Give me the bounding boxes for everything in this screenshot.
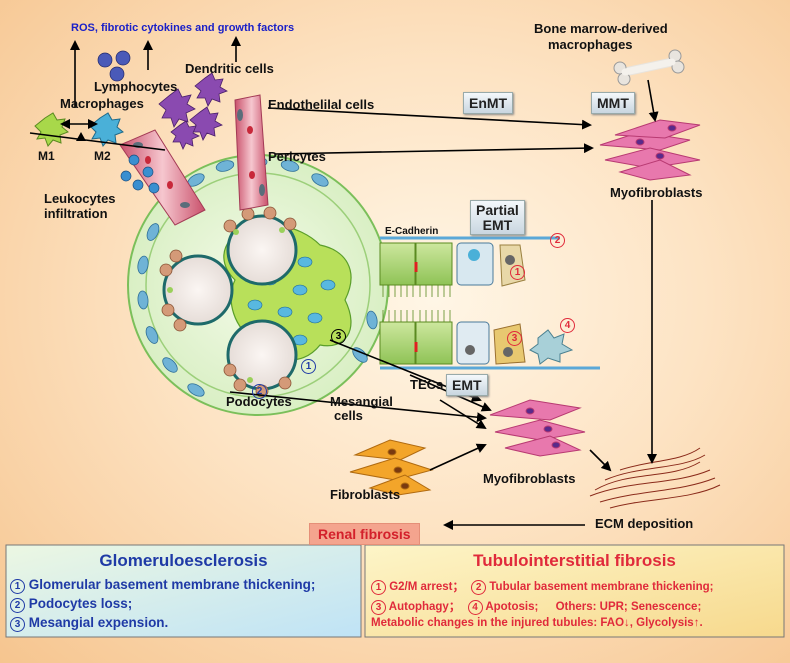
marker-3-tubule: 3 — [507, 331, 522, 346]
pericytes-label: Pericytes — [268, 149, 326, 164]
tub-line-3: Metabolic changes in the injured tubules… — [371, 617, 703, 629]
vessels — [119, 94, 269, 226]
dendritic-cells-label: Dendritic cells — [185, 61, 274, 76]
podocytes-label: Podocytes — [226, 394, 292, 409]
marker-2-podocyte: 2 — [252, 384, 267, 399]
partial-emt-line2: EMT — [482, 216, 513, 233]
leukocytes-label-line2: infiltration — [44, 206, 108, 221]
dendritic-cells — [158, 72, 228, 150]
glom-item-2-text: Podocytes loss; — [28, 596, 133, 611]
marker-1-tubule: 1 — [510, 265, 525, 280]
myofibroblast-cluster-top — [599, 119, 701, 181]
partial-emt-line1: Partial — [476, 202, 519, 218]
glom-item-2: 2 Podocytes loss; — [10, 596, 132, 613]
m1-m2-pivot — [76, 132, 86, 141]
tub-b2: Apotosis; — [485, 601, 539, 613]
marker-2-tubule: 2 — [550, 233, 565, 248]
macrophage-m1-cell — [34, 112, 69, 147]
ecm-fibers — [589, 447, 721, 509]
lymphocyte-cells — [97, 50, 131, 82]
lymphocytes-label: Lymphocytes — [94, 79, 178, 94]
tub-a2: Tubular basement membrane thickening; — [489, 581, 714, 593]
ros-label: ROS, fibrotic cytokines and growth facto… — [71, 22, 295, 34]
tub-line-2: 3 Autophagy； 4 Apotosis; Others: UPR; Se… — [371, 598, 701, 615]
mesangial-label-line1: Mesangial — [330, 394, 393, 409]
tub-line-1: 1 G2/M arrest； 2 Tubular basement membra… — [371, 578, 713, 595]
glom-item-1-number: 1 — [10, 579, 25, 594]
partial-emt-box: Partial EMT — [470, 200, 525, 236]
marker-3-mesangial: 3 — [331, 329, 346, 344]
mmt-box: MMT — [591, 92, 635, 114]
fibroblast-cluster — [349, 439, 434, 496]
tubulointerstitial-panel-bg — [364, 544, 785, 638]
mesangial-label-line2: cells — [334, 408, 363, 423]
glomerulosclerosis-title: Glomeruloesclerosis — [99, 551, 268, 570]
tubulointerstitial-title: Tubulointerstitial fibrosis — [473, 551, 676, 570]
myofibroblasts-bottom-label: Myofibroblasts — [483, 471, 576, 486]
tub-b1: Autophagy； — [388, 601, 461, 613]
m1-m2-axis — [29, 132, 166, 151]
bone-icon — [613, 49, 685, 86]
tub-n2: 2 — [471, 580, 487, 595]
tubule-upper — [379, 236, 560, 297]
marker-4-tubule: 4 — [560, 318, 575, 333]
bone-marrow-label-line2: macrophages — [548, 37, 633, 52]
glom-item-3: 3 Mesangial expension. — [10, 615, 168, 632]
ecm-deposition-label: ECM deposition — [595, 516, 694, 531]
emt-box: EMT — [446, 374, 488, 396]
glomerulosclerosis-panel-bg — [5, 544, 362, 638]
m1-label: M1 — [38, 149, 55, 163]
tub-n1: 1 — [371, 580, 386, 595]
enmt-box: EnMT — [463, 92, 514, 114]
endothelial-label: Endothelilal cells — [268, 97, 375, 112]
bone-marrow-label-line1: Bone marrow-derived — [534, 21, 668, 36]
glom-item-1: 1 Glomerular basement membrane thickenin… — [10, 577, 315, 594]
myofibroblasts-top-label: Myofibroblasts — [610, 185, 703, 200]
fibroblasts-label: Fibroblasts — [330, 487, 401, 502]
tub-a1: G2/M arrest； — [389, 581, 464, 593]
leukocyte-cells — [120, 154, 160, 194]
glom-item-3-number: 3 — [10, 617, 25, 632]
leukocytes-label-line1: Leukocytes — [44, 191, 116, 206]
m2-label: M2 — [94, 149, 111, 163]
tecs-label: TECs — [410, 377, 444, 392]
ecadherin-label: E-Cadherin — [385, 226, 439, 237]
renal-fibrosis-label: Renal fibrosis — [309, 523, 420, 545]
glomerulosclerosis-panel: Glomeruloesclerosis 1 Glomerular basemen… — [6, 545, 361, 637]
tub-n3: 3 — [371, 600, 386, 615]
tubulointerstitial-panel: Tubulointerstitial fibrosis 1 G2/M arres… — [365, 545, 784, 637]
marker-1-glomerulus: 1 — [301, 359, 316, 374]
glom-item-3-text: Mesangial expension. — [28, 615, 169, 630]
macrophages-label: Macrophages — [60, 96, 144, 111]
myofibroblast-cluster-bottom — [489, 399, 586, 457]
tub-n4: 4 — [467, 600, 483, 615]
macrophage-m2-cell — [89, 112, 124, 147]
tub-b3: Others: UPR; Senescence; — [555, 601, 702, 613]
glom-item-2-number: 2 — [10, 598, 25, 613]
glom-item-1-text: Glomerular basement membrane thickening; — [28, 577, 316, 592]
tubule-lower — [379, 310, 600, 370]
tec-arrow — [439, 399, 487, 430]
